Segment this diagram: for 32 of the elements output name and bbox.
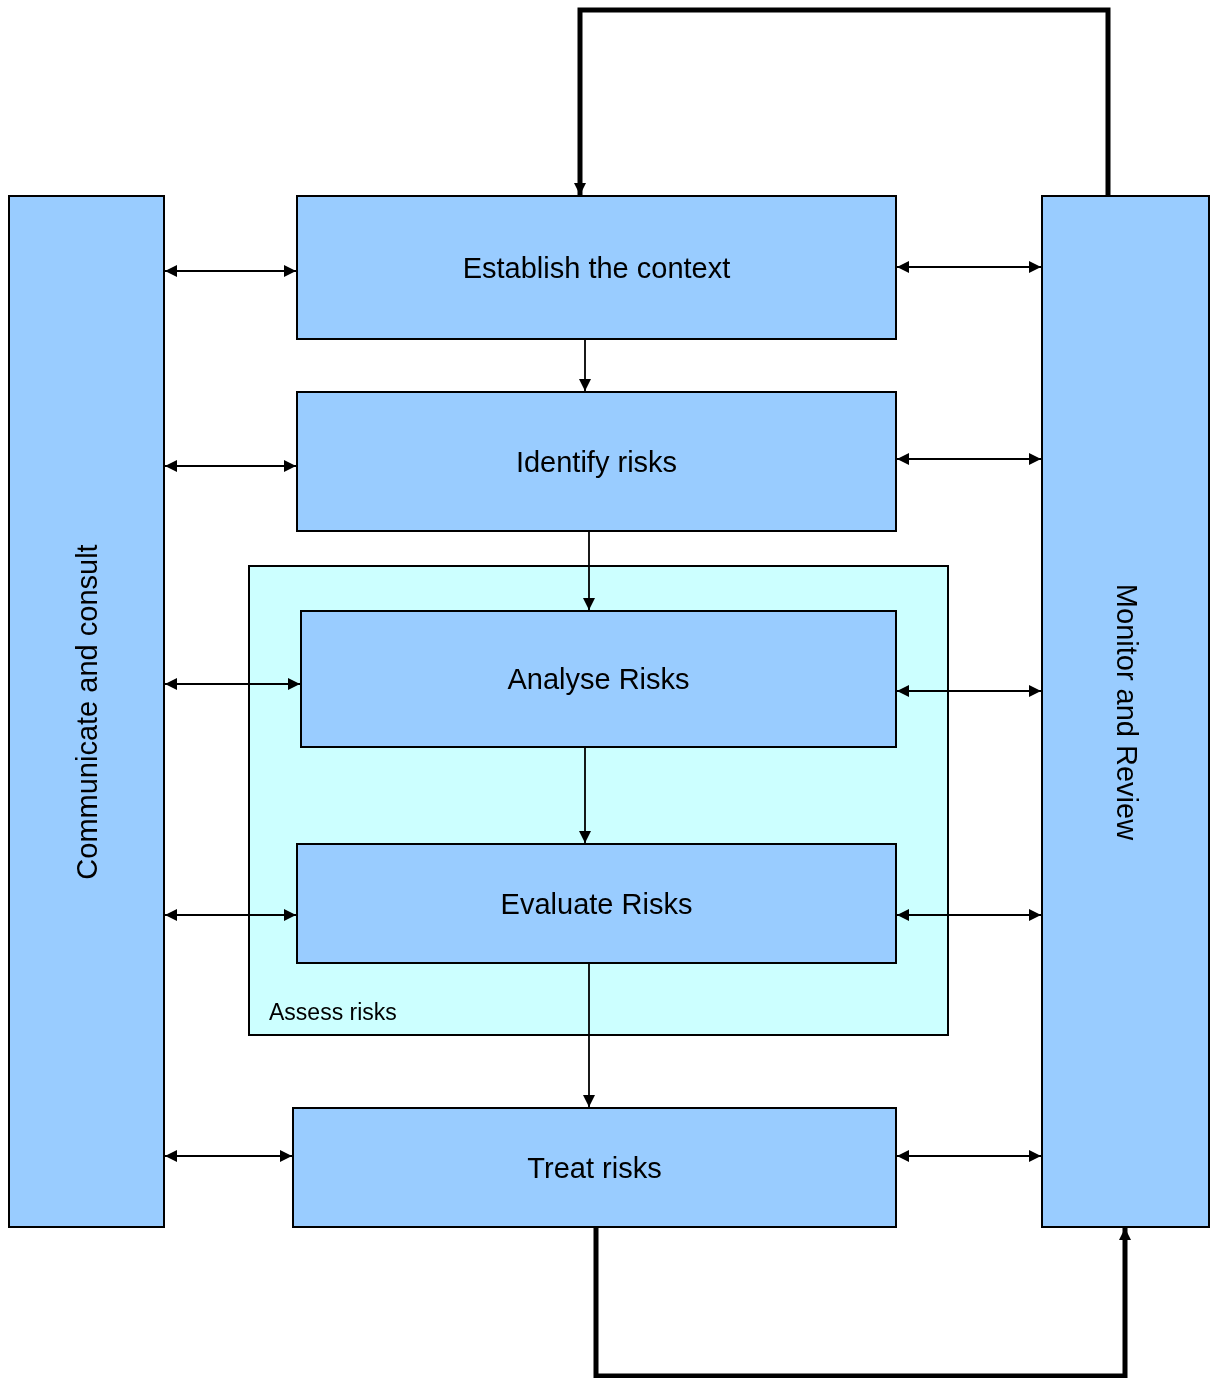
arrow: [574, 7, 1111, 195]
box-label: Treat risks: [527, 1151, 662, 1184]
process-box: [296, 843, 897, 964]
arrow: [896, 453, 1042, 465]
arrow: [896, 261, 1042, 273]
box-label: Monitor and Review: [1109, 583, 1142, 840]
side-bar: [1041, 195, 1210, 1228]
box-label: Communicate and consult: [70, 543, 103, 880]
arrow: [164, 678, 301, 690]
arrow: [896, 909, 1042, 921]
arrow: [164, 1150, 293, 1162]
box-label: Identify risks: [515, 445, 678, 478]
box-label: Establish the context: [462, 251, 731, 284]
process-box: [296, 195, 897, 340]
arrow: [896, 685, 1042, 697]
process-box: [300, 610, 897, 748]
arrow: [579, 339, 591, 392]
arrow: [164, 460, 297, 472]
arrow: [164, 265, 297, 277]
arrow: [583, 531, 595, 611]
process-box: [292, 1107, 897, 1228]
arrow: [164, 909, 297, 921]
arrow: [579, 747, 591, 844]
group-label: Assess risks: [269, 999, 397, 1026]
box-label: Analyse Risks: [507, 662, 690, 696]
arrow: [583, 963, 595, 1108]
group-box: [248, 565, 949, 1036]
arrow: [593, 1228, 1131, 1378]
process-box: [296, 391, 897, 532]
side-bar: [8, 195, 165, 1228]
box-label: Evaluate Risks: [500, 887, 693, 920]
arrow: [896, 1150, 1042, 1162]
